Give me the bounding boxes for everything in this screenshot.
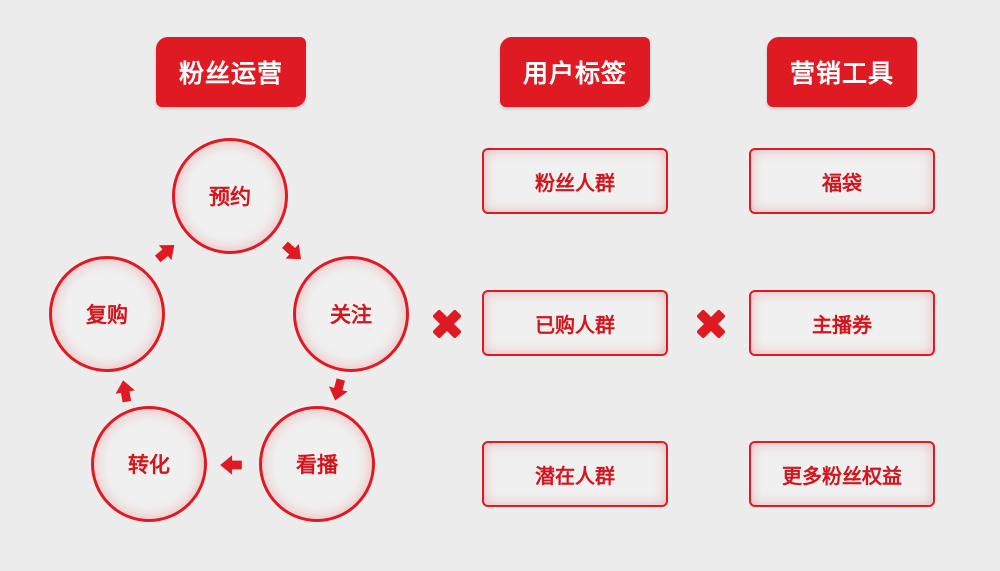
user-tag-fans: 粉丝人群 — [482, 148, 668, 214]
cross-icon — [432, 309, 462, 339]
cross-icon — [696, 309, 726, 339]
arrow-watch-to-convert-icon — [220, 455, 242, 475]
marketing-tool-more-benefits: 更多粉丝权益 — [749, 441, 935, 507]
arrow-convert-to-repurchase-icon — [115, 380, 135, 403]
arrow-repurchase-to-reserve-icon — [154, 245, 175, 263]
marketing-tool-lucky-bag: 福袋 — [749, 148, 935, 214]
circle-repurchase: 复购 — [49, 256, 165, 372]
header-fan-ops: 粉丝运营 — [156, 37, 306, 107]
header-user-tags: 用户标签 — [500, 37, 650, 107]
arrow-follow-to-watch-icon — [328, 378, 348, 401]
circle-convert: 转化 — [91, 406, 207, 522]
marketing-tool-host-coupon: 主播券 — [749, 290, 935, 356]
arrow-reserve-to-follow-icon — [282, 241, 302, 260]
user-tag-purchased: 已购人群 — [482, 290, 668, 356]
user-tag-potential: 潜在人群 — [482, 441, 668, 507]
circle-reserve: 预约 — [172, 138, 288, 254]
header-marketing-tools: 营销工具 — [767, 37, 917, 107]
circle-follow: 关注 — [293, 256, 409, 372]
circle-watch: 看播 — [259, 406, 375, 522]
